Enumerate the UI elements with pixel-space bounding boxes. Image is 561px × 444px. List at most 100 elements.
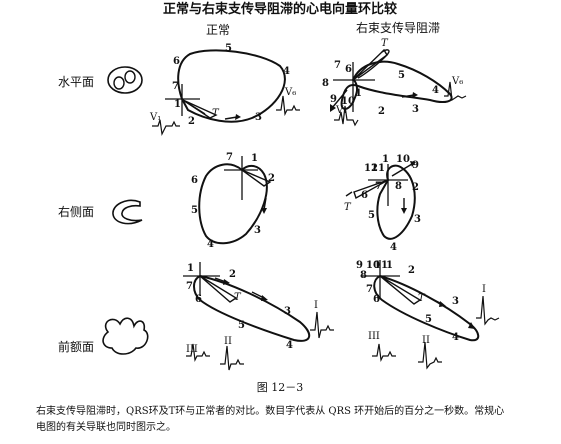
lead-ii: II xyxy=(224,336,232,347)
svg-text:3: 3 xyxy=(412,104,419,115)
plane-label-frontal: 前额面 xyxy=(58,339,94,354)
plane-label-horizontal: 水平面 xyxy=(58,75,94,89)
ecg-lead-iii-f-rbbb xyxy=(372,343,396,363)
svg-text:3: 3 xyxy=(255,112,262,123)
svg-text:6: 6 xyxy=(361,190,368,201)
svg-text:4: 4 xyxy=(452,332,459,343)
svg-text:3: 3 xyxy=(414,214,421,225)
column-header-rbbb: 右束支传导阻滞 xyxy=(356,20,440,35)
svg-text:T: T xyxy=(234,292,242,303)
ecg-v6-h-rbbb xyxy=(444,81,467,102)
column-header-normal: 正常 xyxy=(206,23,230,37)
ecg-lead-i-f-rbbb xyxy=(476,295,500,326)
lead-iii: III xyxy=(186,344,198,355)
ecg-v1-h-normal xyxy=(152,119,180,136)
horizontal-plane-icon xyxy=(107,66,143,94)
ecg-lead-ii-f-normal xyxy=(220,345,244,371)
svg-text:1: 1 xyxy=(382,154,389,165)
t-loop-s-normal xyxy=(241,169,272,187)
svg-text:T: T xyxy=(344,202,352,213)
svg-text:4: 4 xyxy=(207,239,214,250)
svg-text:3: 3 xyxy=(284,306,291,317)
svg-text:1: 1 xyxy=(251,153,258,164)
qrs-loop-f-normal xyxy=(193,275,310,342)
qrs-loop-h-normal xyxy=(177,49,286,123)
horizontal-rbbb-panel: 1 2 3 4 5 6 7 8 9 10 T V₁ V₆ xyxy=(322,38,467,127)
svg-text:8: 8 xyxy=(322,78,329,89)
frontal-normal-panel: 1 2 3 4 5 6 7 T I II III xyxy=(183,262,334,371)
svg-text:6: 6 xyxy=(195,294,202,305)
sagittal-plane-icon xyxy=(112,199,143,225)
svg-text:5: 5 xyxy=(398,70,405,81)
lead-v1: V₁ xyxy=(149,112,161,123)
t-loop-f-normal xyxy=(199,275,238,303)
svg-text:5: 5 xyxy=(191,205,198,216)
svg-text:10: 10 xyxy=(396,154,410,165)
svg-text:5: 5 xyxy=(425,314,432,325)
svg-text:4: 4 xyxy=(286,340,293,351)
svg-text:4: 4 xyxy=(283,66,290,77)
frontal-rbbb-panel: 1 2 3 4 5 6 7 8 9 10 11 T I II III xyxy=(356,260,500,370)
qrs-loop-s-rbbb xyxy=(376,164,416,240)
svg-text:III: III xyxy=(368,331,380,342)
t-loop-f-rbbb xyxy=(379,275,422,305)
sagittal-rbbb-panel: 1 2 3 4 5 6 7 8 9 10 11 12 T xyxy=(344,154,421,253)
svg-text:2: 2 xyxy=(412,182,419,193)
svg-text:7: 7 xyxy=(334,60,341,71)
svg-text:5: 5 xyxy=(368,210,375,221)
svg-text:7: 7 xyxy=(186,281,193,292)
svg-text:I: I xyxy=(482,284,486,295)
qrs-loop-f-rbbb xyxy=(373,275,480,342)
svg-text:1: 1 xyxy=(187,263,194,274)
svg-text:6: 6 xyxy=(173,56,180,67)
caption-line-1: 右束支传导阻滞时，QRS环及T环与正常者的对比。数目字代表从 QRS 环开始后的… xyxy=(36,404,504,417)
svg-text:11: 11 xyxy=(371,163,385,174)
svg-text:8: 8 xyxy=(360,270,367,281)
svg-text:T: T xyxy=(418,293,426,304)
lead-i: I xyxy=(314,300,318,311)
qrs-loop-s-normal xyxy=(198,163,268,245)
svg-text:10: 10 xyxy=(366,260,380,271)
svg-text:5: 5 xyxy=(225,43,232,54)
svg-text:V₆: V₆ xyxy=(451,76,463,87)
lead-v6: V₆ xyxy=(284,87,296,98)
ecg-lead-i-f-normal xyxy=(310,311,334,339)
caption-line-2: 电图的有关导联也同时图示之。 xyxy=(36,420,176,433)
svg-text:4: 4 xyxy=(432,85,439,96)
figure-number: 图 12－3 xyxy=(257,381,304,394)
svg-text:1: 1 xyxy=(355,88,362,99)
svg-text:2: 2 xyxy=(408,265,415,276)
svg-text:7: 7 xyxy=(366,284,373,295)
svg-text:7: 7 xyxy=(172,81,179,92)
svg-text:7: 7 xyxy=(226,152,233,163)
svg-text:12: 12 xyxy=(364,163,378,174)
svg-text:4: 4 xyxy=(390,242,397,253)
t-loop-label: T xyxy=(212,108,220,119)
svg-text:II: II xyxy=(422,335,430,346)
svg-text:11: 11 xyxy=(374,260,388,271)
svg-text:6: 6 xyxy=(345,64,352,75)
svg-text:1: 1 xyxy=(174,99,181,110)
svg-text:V₁: V₁ xyxy=(335,105,347,116)
svg-text:5: 5 xyxy=(238,320,245,331)
svg-text:8: 8 xyxy=(395,181,402,192)
plane-label-right-sagittal: 右侧面 xyxy=(58,204,94,219)
ecg-lead-ii-f-rbbb xyxy=(418,341,442,370)
ecg-lead-iii-f-normal xyxy=(186,343,210,363)
svg-text:6: 6 xyxy=(373,294,380,305)
svg-text:9: 9 xyxy=(356,260,363,271)
svg-text:7: 7 xyxy=(375,181,382,192)
svg-text:10: 10 xyxy=(341,96,355,107)
svg-text:2: 2 xyxy=(378,106,385,117)
t-loop-h-rbbb xyxy=(357,49,390,79)
svg-text:2: 2 xyxy=(268,173,275,184)
svg-text:T: T xyxy=(381,38,389,49)
svg-text:1: 1 xyxy=(386,260,393,271)
qrs-loop-h-rbbb xyxy=(340,60,453,110)
t-loop-s-rbbb xyxy=(353,179,389,200)
svg-text:3: 3 xyxy=(452,296,459,307)
svg-text:9: 9 xyxy=(330,94,337,105)
horizontal-normal-panel: 1 2 3 4 5 6 7 T V₁ V₆ xyxy=(149,43,300,136)
svg-text:3: 3 xyxy=(254,225,261,236)
